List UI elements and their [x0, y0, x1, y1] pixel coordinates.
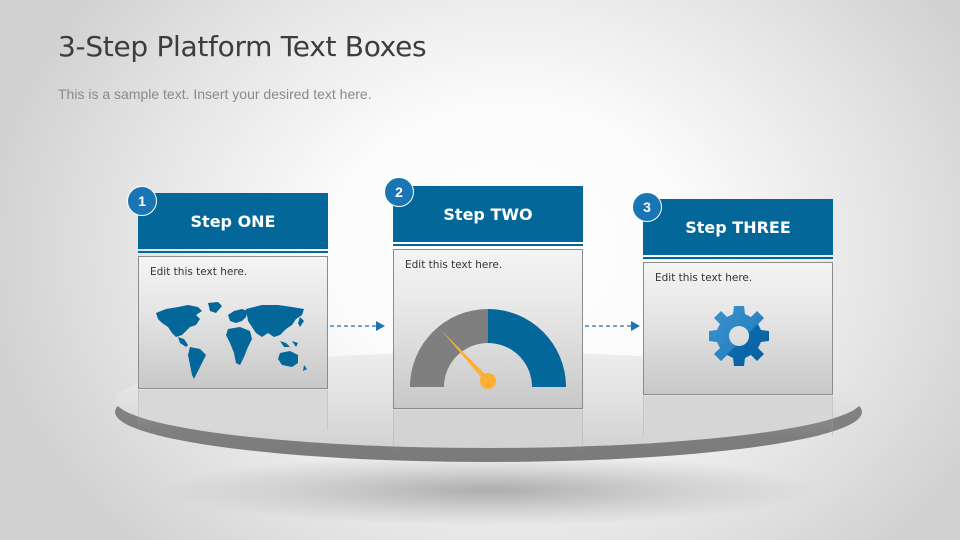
world-map-icon: [156, 302, 307, 379]
step-two-header: Step TWO: [393, 186, 583, 242]
step-two-text[interactable]: Edit this text here.: [405, 259, 503, 271]
step-two-card[interactable]: Step TWO Edit this text here.: [393, 186, 583, 450]
step-three-card[interactable]: Step THREE Edit this text here.: [643, 199, 833, 436]
connector-arrow-1-to-2: [330, 321, 385, 331]
slide-subtitle: This is a sample text. Insert your desir…: [58, 86, 372, 102]
connector-arrow-2-to-3: [585, 321, 640, 331]
step-three-reflection: [643, 396, 833, 436]
step-one-label: Step ONE: [190, 211, 276, 231]
step-three-header: Step THREE: [643, 199, 833, 255]
step-one-body[interactable]: Edit this text here.: [138, 256, 328, 389]
step-one-reflection: [138, 390, 328, 430]
step-three-text[interactable]: Edit this text here.: [655, 272, 753, 284]
step-one-header: Step ONE: [138, 193, 328, 249]
gauge-icon: [410, 309, 566, 389]
step-three-body[interactable]: Edit this text here.: [643, 262, 833, 395]
step-two-rule: [393, 244, 583, 246]
step-one-rule: [138, 251, 328, 253]
step-three-label: Step THREE: [685, 217, 791, 237]
step-one-card[interactable]: Step ONE Edit this text here.: [138, 193, 328, 430]
step-two-badge: 2: [384, 177, 414, 207]
step-two-body[interactable]: Edit this text here.: [393, 249, 583, 409]
step-two-label: Step TWO: [443, 204, 533, 224]
platform-shadow: [170, 455, 810, 525]
step-one-badge: 1: [127, 186, 157, 216]
step-three-rule: [643, 257, 833, 259]
slide-title: 3-Step Platform Text Boxes: [58, 30, 427, 63]
step-one-text[interactable]: Edit this text here.: [150, 266, 248, 278]
step-three-badge: 3: [632, 192, 662, 222]
step-two-reflection: [393, 410, 583, 450]
gear-icon: [709, 306, 769, 366]
